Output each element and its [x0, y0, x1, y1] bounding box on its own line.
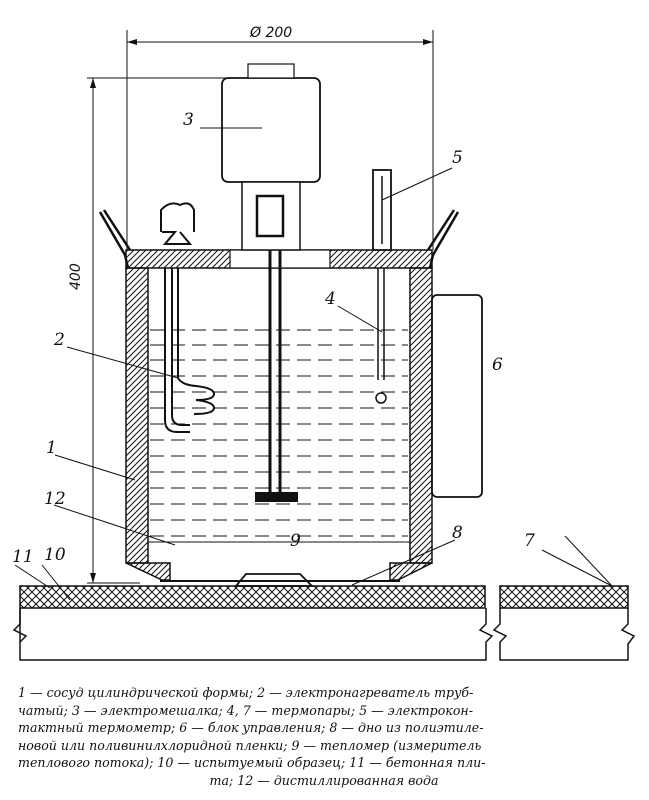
tubular-heater — [160, 202, 216, 433]
caption-line: новой или поливинилхлоридной пленки; 9 —… — [18, 737, 482, 753]
apparatus-diagram: Ø 200 400 — [12, 25, 636, 661]
caption-line: теплового потока); 10 — испытуемый образ… — [18, 755, 486, 770]
label-12: 12 — [44, 489, 66, 509]
caption-line: та; 12 — дистиллированная вода — [209, 772, 439, 788]
figure-caption: 1 — сосуд цилиндрической формы; 2 — элек… — [18, 684, 630, 789]
label-2: 2 — [53, 330, 65, 350]
label-10: 10 — [44, 545, 66, 565]
handles — [98, 209, 460, 269]
caption-line: чатый; 3 — электромешалка; 4, 7 — термоп… — [18, 702, 473, 718]
label-6: 6 — [492, 355, 503, 375]
label-8: 8 — [452, 523, 463, 543]
label-11: 11 — [12, 547, 34, 567]
label-7: 7 — [524, 531, 535, 551]
control-unit — [431, 294, 483, 498]
label-1: 1 — [46, 438, 57, 458]
label-5: 5 — [452, 148, 463, 168]
height-dimension-text: 400 — [68, 263, 84, 290]
label-9: 9 — [290, 531, 301, 551]
caption-line: тактный термометр; 6 — блок управления; … — [18, 720, 484, 735]
label-3: 3 — [183, 110, 194, 130]
label-4: 4 — [324, 289, 336, 309]
width-dimension: Ø 200 — [126, 25, 434, 250]
contact-thermometer — [372, 169, 392, 404]
caption-line: 1 — сосуд цилиндрической формы; 2 — элек… — [18, 685, 474, 700]
leader-lines — [14, 127, 613, 601]
concrete-slab — [12, 608, 636, 661]
electric-stirrer — [221, 63, 321, 502]
height-dimension: 400 — [68, 77, 230, 584]
width-dimension-text: Ø 200 — [249, 25, 292, 41]
test-sample — [19, 585, 629, 609]
